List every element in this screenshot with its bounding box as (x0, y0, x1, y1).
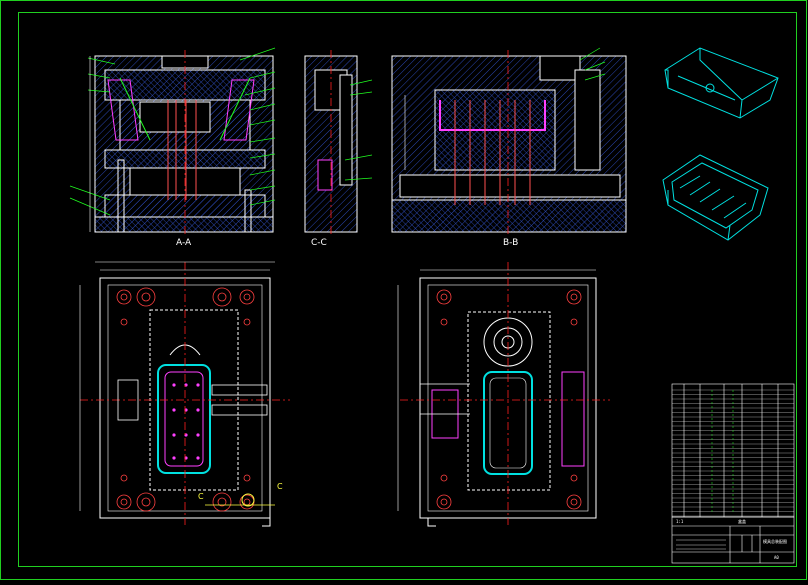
section-view-b-b (391, 47, 627, 236)
cut-marker-c-left: C (198, 492, 204, 501)
cut-marker-c-right: C (277, 482, 283, 491)
title-block (671, 516, 795, 564)
title-block-sheet-size: A0 (774, 555, 779, 560)
section-label-a-a: A-A (176, 238, 192, 248)
part-isometric-bottom (662, 154, 769, 241)
plan-view-moving-half (397, 262, 610, 527)
section-view-c-c (304, 50, 373, 236)
title-block-scale: 1:1 (676, 519, 684, 524)
section-label-b-b: B-B (503, 238, 519, 248)
plan-view-fixed-half (79, 261, 290, 527)
title-block-drawing-name: 模具总装配图 (763, 539, 787, 544)
section-view-a-a (69, 47, 276, 236)
parts-list-table (671, 383, 795, 518)
section-label-c-c: C-C (311, 238, 327, 248)
title-block-name: 盒盖 (738, 519, 746, 524)
part-isometric-top (664, 47, 779, 119)
